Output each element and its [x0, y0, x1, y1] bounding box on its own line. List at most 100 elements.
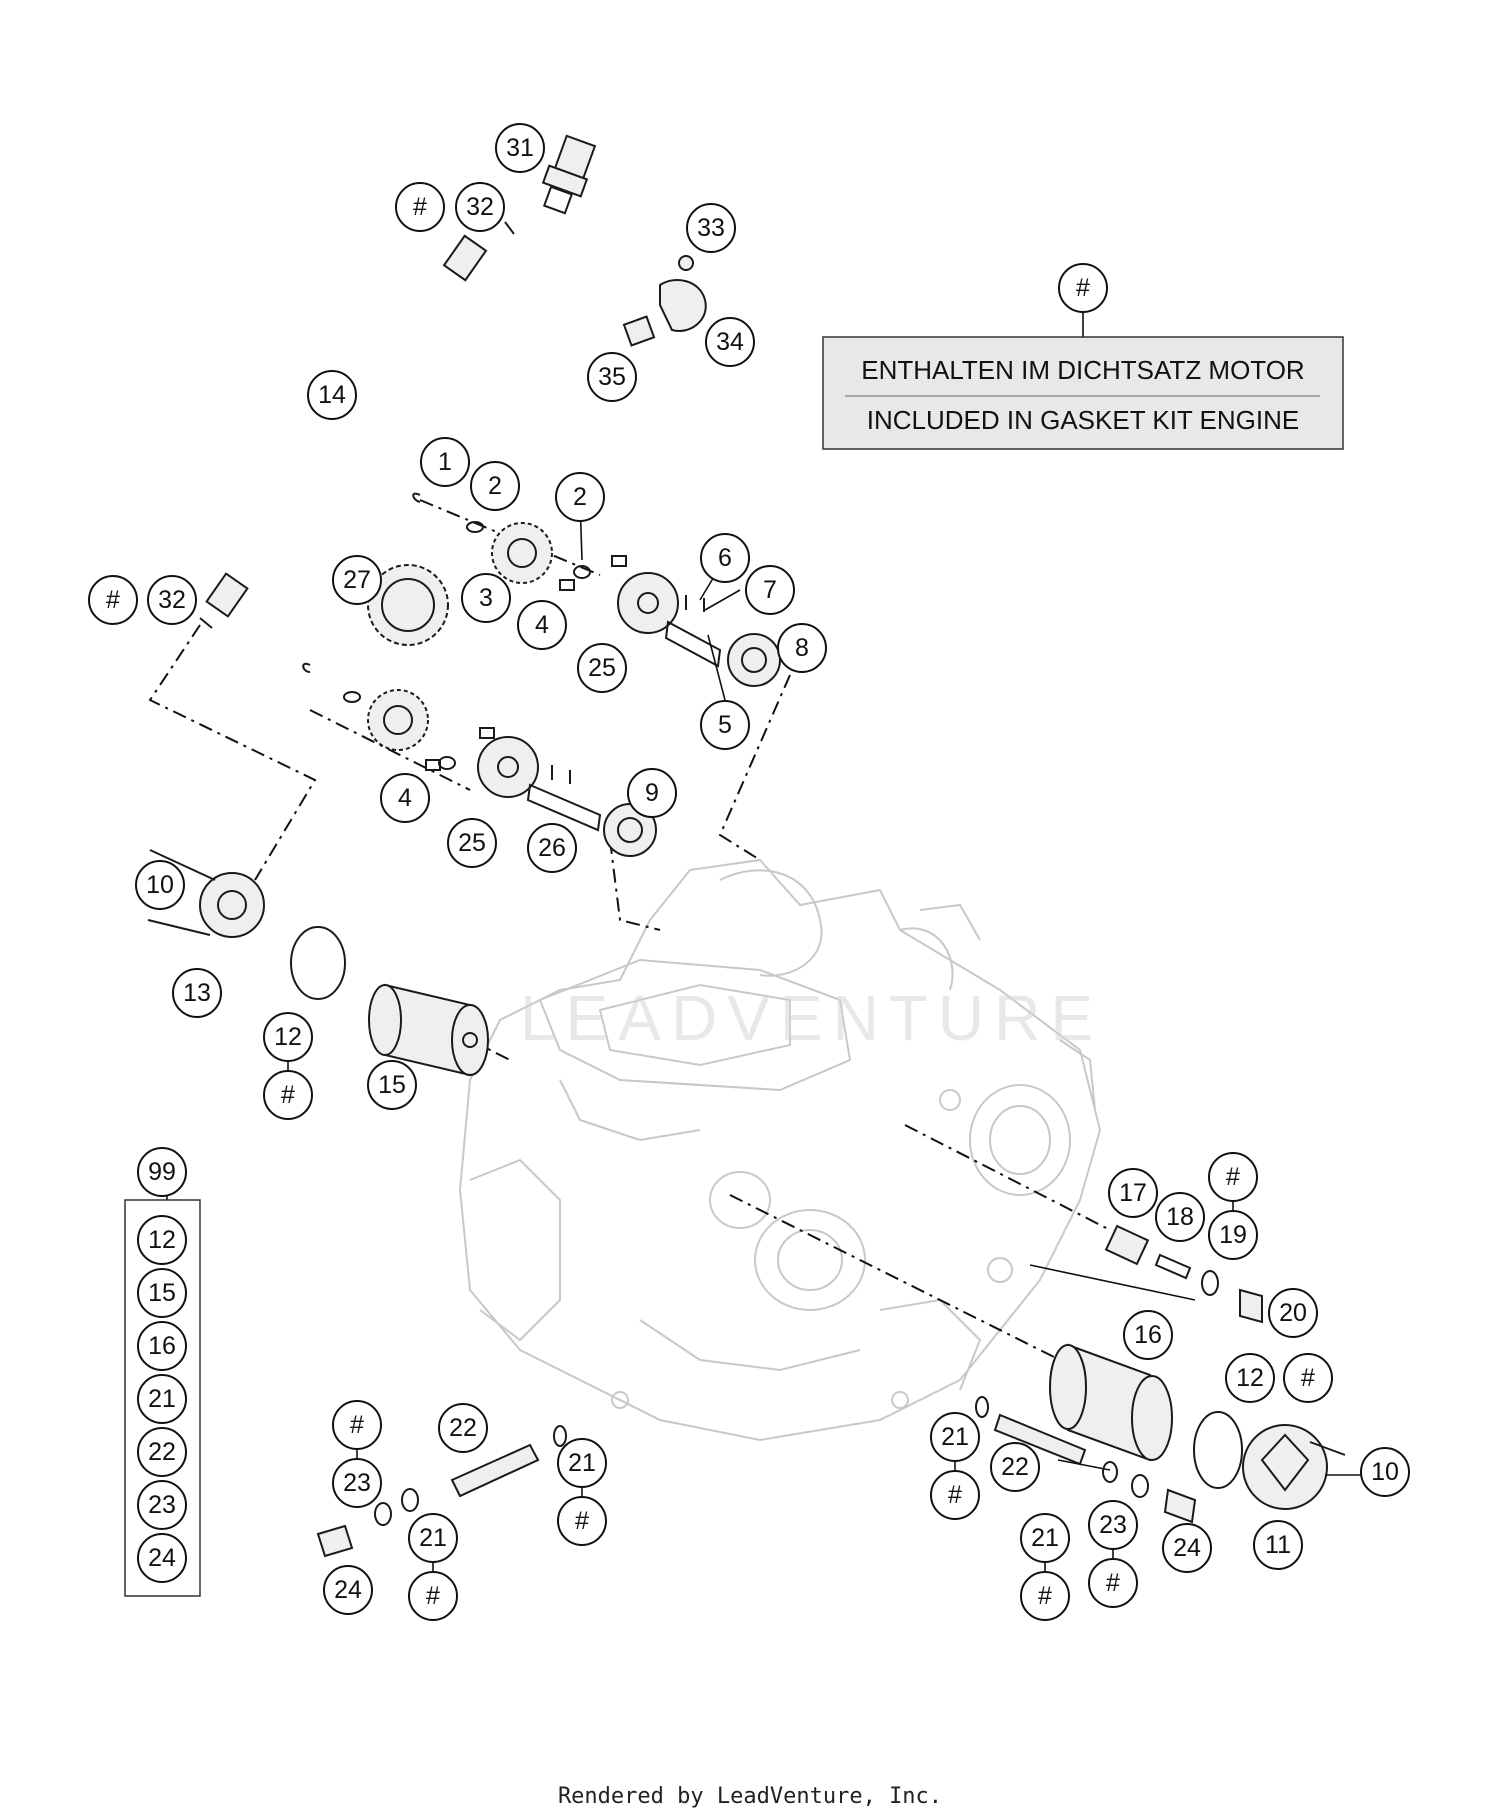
callout-21: 21 [1020, 1513, 1070, 1563]
callout-23: 23 [1088, 1500, 1138, 1550]
part-rotor-upper [664, 595, 781, 687]
svg-text:32: 32 [466, 193, 494, 221]
part-gear-upper [412, 492, 553, 584]
part-gear-27 [367, 564, 449, 646]
gasket-kit-legend: # ENTHALTEN IM DICHTSATZ MOTOR INCLUDED … [822, 263, 1344, 450]
svg-text:21: 21 [941, 1423, 969, 1451]
svg-text:#: # [1076, 274, 1090, 302]
kit-item-callout: 12 [137, 1215, 187, 1265]
svg-text:#: # [426, 1582, 440, 1610]
svg-text:5: 5 [718, 711, 732, 739]
callout-21-hash: # [930, 1470, 980, 1520]
part-callouts: 31 # 32 33 34 35 14 1 2 2 27 3 4 6 7 8 2… [88, 123, 1410, 1621]
callout-19-hash: # [1208, 1152, 1258, 1202]
svg-text:#: # [106, 586, 120, 614]
svg-text:8: 8 [795, 634, 809, 662]
svg-text:3: 3 [479, 584, 493, 612]
kit-item-callout: 15 [137, 1268, 187, 1318]
callout-33: 33 [686, 203, 736, 253]
part-pressure-switch [541, 134, 597, 215]
part-clamp [622, 255, 707, 347]
callout-21: 21 [930, 1412, 980, 1462]
svg-text:10: 10 [146, 871, 174, 899]
callout-2: 2 [555, 472, 605, 522]
watermark: LEADVENTURE [520, 982, 1103, 1054]
part-filter-cover-left [147, 849, 346, 1000]
callout-4: 4 [517, 600, 567, 650]
svg-text:31: 31 [506, 134, 534, 162]
svg-text:15: 15 [378, 1071, 406, 1099]
callout-15: 15 [367, 1060, 417, 1110]
svg-text:9: 9 [645, 779, 659, 807]
svg-text:4: 4 [398, 784, 412, 812]
legend-box [822, 336, 1344, 450]
engine-crankcase [458, 858, 1102, 1442]
svg-text:12: 12 [1236, 1364, 1264, 1392]
callout-12: 12 [1225, 1353, 1275, 1403]
part-oil-filter-15 [368, 983, 489, 1077]
callout-9: 9 [627, 768, 677, 818]
callout-24: 24 [323, 1565, 373, 1615]
svg-text:17: 17 [1119, 1179, 1147, 1207]
svg-text:24: 24 [334, 1576, 362, 1604]
callout-12-hash: # [1283, 1353, 1333, 1403]
svg-text:#: # [1226, 1163, 1240, 1191]
svg-text:12: 12 [274, 1023, 302, 1051]
svg-text:21: 21 [1031, 1524, 1059, 1552]
callout-17: 17 [1108, 1168, 1158, 1218]
callout-16: 16 [1123, 1310, 1173, 1360]
svg-text:11: 11 [1265, 1531, 1291, 1559]
svg-text:19: 19 [1219, 1221, 1247, 1249]
svg-text:23: 23 [1099, 1511, 1127, 1539]
callout-32-hash: # [395, 182, 445, 232]
svg-text:23: 23 [148, 1491, 176, 1519]
part-oil-filter-16 [1049, 1343, 1243, 1489]
legend-marker-callout: # [1058, 263, 1108, 313]
svg-text:10: 10 [1371, 1458, 1399, 1486]
callout-5: 5 [700, 700, 750, 750]
part-pump-cover-lower [425, 727, 539, 798]
svg-text:23: 23 [343, 1469, 371, 1497]
svg-text:25: 25 [588, 654, 616, 682]
callout-1: 1 [420, 437, 470, 487]
callout-8: 8 [777, 623, 827, 673]
callout-26: 26 [527, 823, 577, 873]
callout-22: 22 [990, 1442, 1040, 1492]
callout-32-hash: # [88, 575, 138, 625]
part-screen-left [316, 1425, 567, 1558]
callout-23-hash: # [1088, 1558, 1138, 1608]
callout-23-hash: # [332, 1400, 382, 1450]
svg-text:4: 4 [535, 611, 549, 639]
svg-text:12: 12 [148, 1226, 176, 1254]
callout-3: 3 [461, 573, 511, 623]
svg-text:27: 27 [343, 566, 371, 594]
svg-text:21: 21 [148, 1385, 176, 1413]
kit-item-callout: 21 [137, 1374, 187, 1424]
callout-24: 24 [1162, 1523, 1212, 1573]
kit-item-callout: 23 [137, 1480, 187, 1530]
callout-14: 14 [307, 370, 357, 420]
kit-item-callout: 16 [137, 1321, 187, 1371]
svg-text:99: 99 [148, 1158, 176, 1186]
svg-text:#: # [281, 1081, 295, 1109]
callout-31: 31 [495, 123, 545, 173]
footer-credit: Rendered by LeadVenture, Inc. [558, 1784, 942, 1809]
callout-25: 25 [577, 643, 627, 693]
svg-text:16: 16 [148, 1332, 176, 1360]
svg-text:33: 33 [697, 214, 725, 242]
legend-line-english: INCLUDED IN GASKET KIT ENGINE [867, 405, 1299, 435]
part-filter-cover-right [1242, 1424, 1346, 1510]
svg-text:#: # [575, 1507, 589, 1535]
callout-21-hash: # [1020, 1571, 1070, 1621]
callout-4: 4 [380, 773, 430, 823]
callout-13: 13 [172, 968, 222, 1018]
svg-text:32: 32 [158, 586, 186, 614]
svg-text:2: 2 [573, 483, 587, 511]
callout-11: 11 [1253, 1520, 1303, 1570]
callout-25: 25 [447, 818, 497, 868]
callout-20: 20 [1268, 1288, 1318, 1338]
callout-21-hash: # [408, 1571, 458, 1621]
callout-10: 10 [135, 860, 185, 910]
svg-text:13: 13 [183, 979, 211, 1007]
callout-35: 35 [587, 352, 637, 402]
